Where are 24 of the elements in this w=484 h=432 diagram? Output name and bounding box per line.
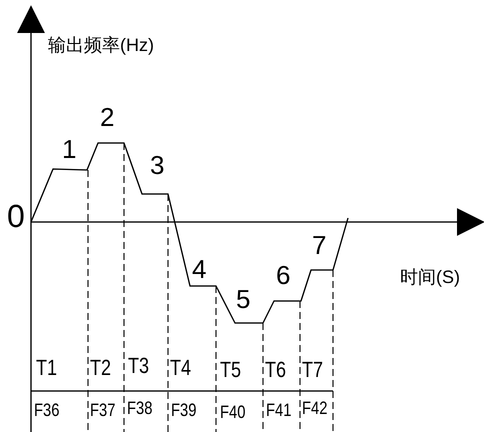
- segment-number: 7: [312, 232, 326, 258]
- segment-number: 4: [192, 256, 206, 282]
- segment-number: 2: [100, 104, 114, 130]
- segment-number: 1: [62, 136, 76, 162]
- segment-number: 5: [236, 286, 250, 312]
- time-label: T7: [302, 359, 324, 381]
- origin-label: 0: [7, 200, 25, 232]
- axis-label: 输出频率(Hz): [48, 36, 154, 54]
- axis-label: 时间(S): [400, 268, 460, 286]
- segment-number: 3: [150, 152, 164, 178]
- parameter-code: F38: [127, 399, 152, 417]
- time-label: T1: [36, 357, 58, 379]
- parameter-code: F39: [171, 401, 196, 419]
- time-label: T2: [90, 357, 112, 379]
- time-label: T6: [265, 359, 286, 381]
- time-label: T3: [128, 355, 150, 377]
- segment-number: 6: [276, 262, 290, 288]
- parameter-code: F42: [302, 399, 328, 417]
- parameter-code: F41: [266, 401, 292, 419]
- time-label: T4: [170, 357, 192, 379]
- parameter-code: F40: [220, 403, 246, 421]
- parameter-code: F37: [90, 401, 116, 419]
- parameter-code: F36: [34, 401, 60, 419]
- time-label: T5: [220, 359, 242, 381]
